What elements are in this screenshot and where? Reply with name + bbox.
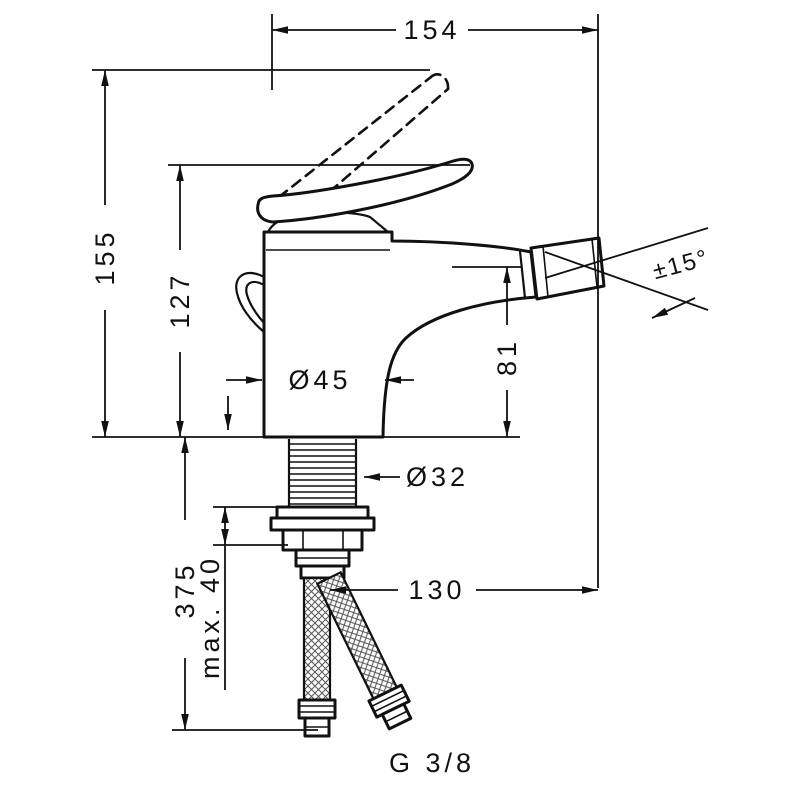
faucet-lever (256, 157, 474, 224)
dim-hose-reach: 130 (408, 575, 465, 605)
dim-base-diameter: Ø45 (288, 365, 351, 395)
dim-overall-depth-group: 154 (271, 14, 599, 588)
supply-hose-angled (315, 570, 413, 731)
dim-base-diameter-group: Ø45 (224, 365, 414, 430)
dim-height-to-lever-group: 127 (165, 164, 470, 437)
dim-connection-thread: G 3/8 (389, 748, 475, 778)
drain-pull-rod (235, 271, 265, 333)
dim-deck-thickness: max. 40 (195, 555, 225, 679)
dim-overall-height: 155 (90, 228, 120, 285)
dim-hose-length: 375 (170, 561, 200, 618)
faucet-lever-raised-dashed (277, 73, 450, 216)
dim-spout-height-group: 81 (452, 266, 522, 437)
spout-joint-line (518, 250, 527, 299)
dim-height-to-lever: 127 (165, 271, 195, 328)
dim-overall-depth: 154 (403, 15, 460, 45)
mounting-hardware (269, 505, 376, 580)
faucet-body (262, 230, 538, 439)
faucet-figure (235, 73, 606, 738)
dim-overall-height-group: 155 (90, 69, 520, 438)
dim-tilt-angle: ±15° (650, 244, 712, 285)
dim-deck-thickness-group: max. 40 (195, 506, 292, 690)
dim-spout-height: 81 (492, 338, 522, 376)
dim-shank-diameter-group: Ø32 (364, 462, 469, 492)
dim-connection-thread-group: G 3/8 (389, 748, 475, 778)
threaded-shank (287, 439, 358, 507)
dim-shank-diameter: Ø32 (406, 462, 469, 492)
dim-hose-length-group: 375 (170, 437, 318, 731)
dim-hose-reach-group: 130 (330, 575, 598, 605)
